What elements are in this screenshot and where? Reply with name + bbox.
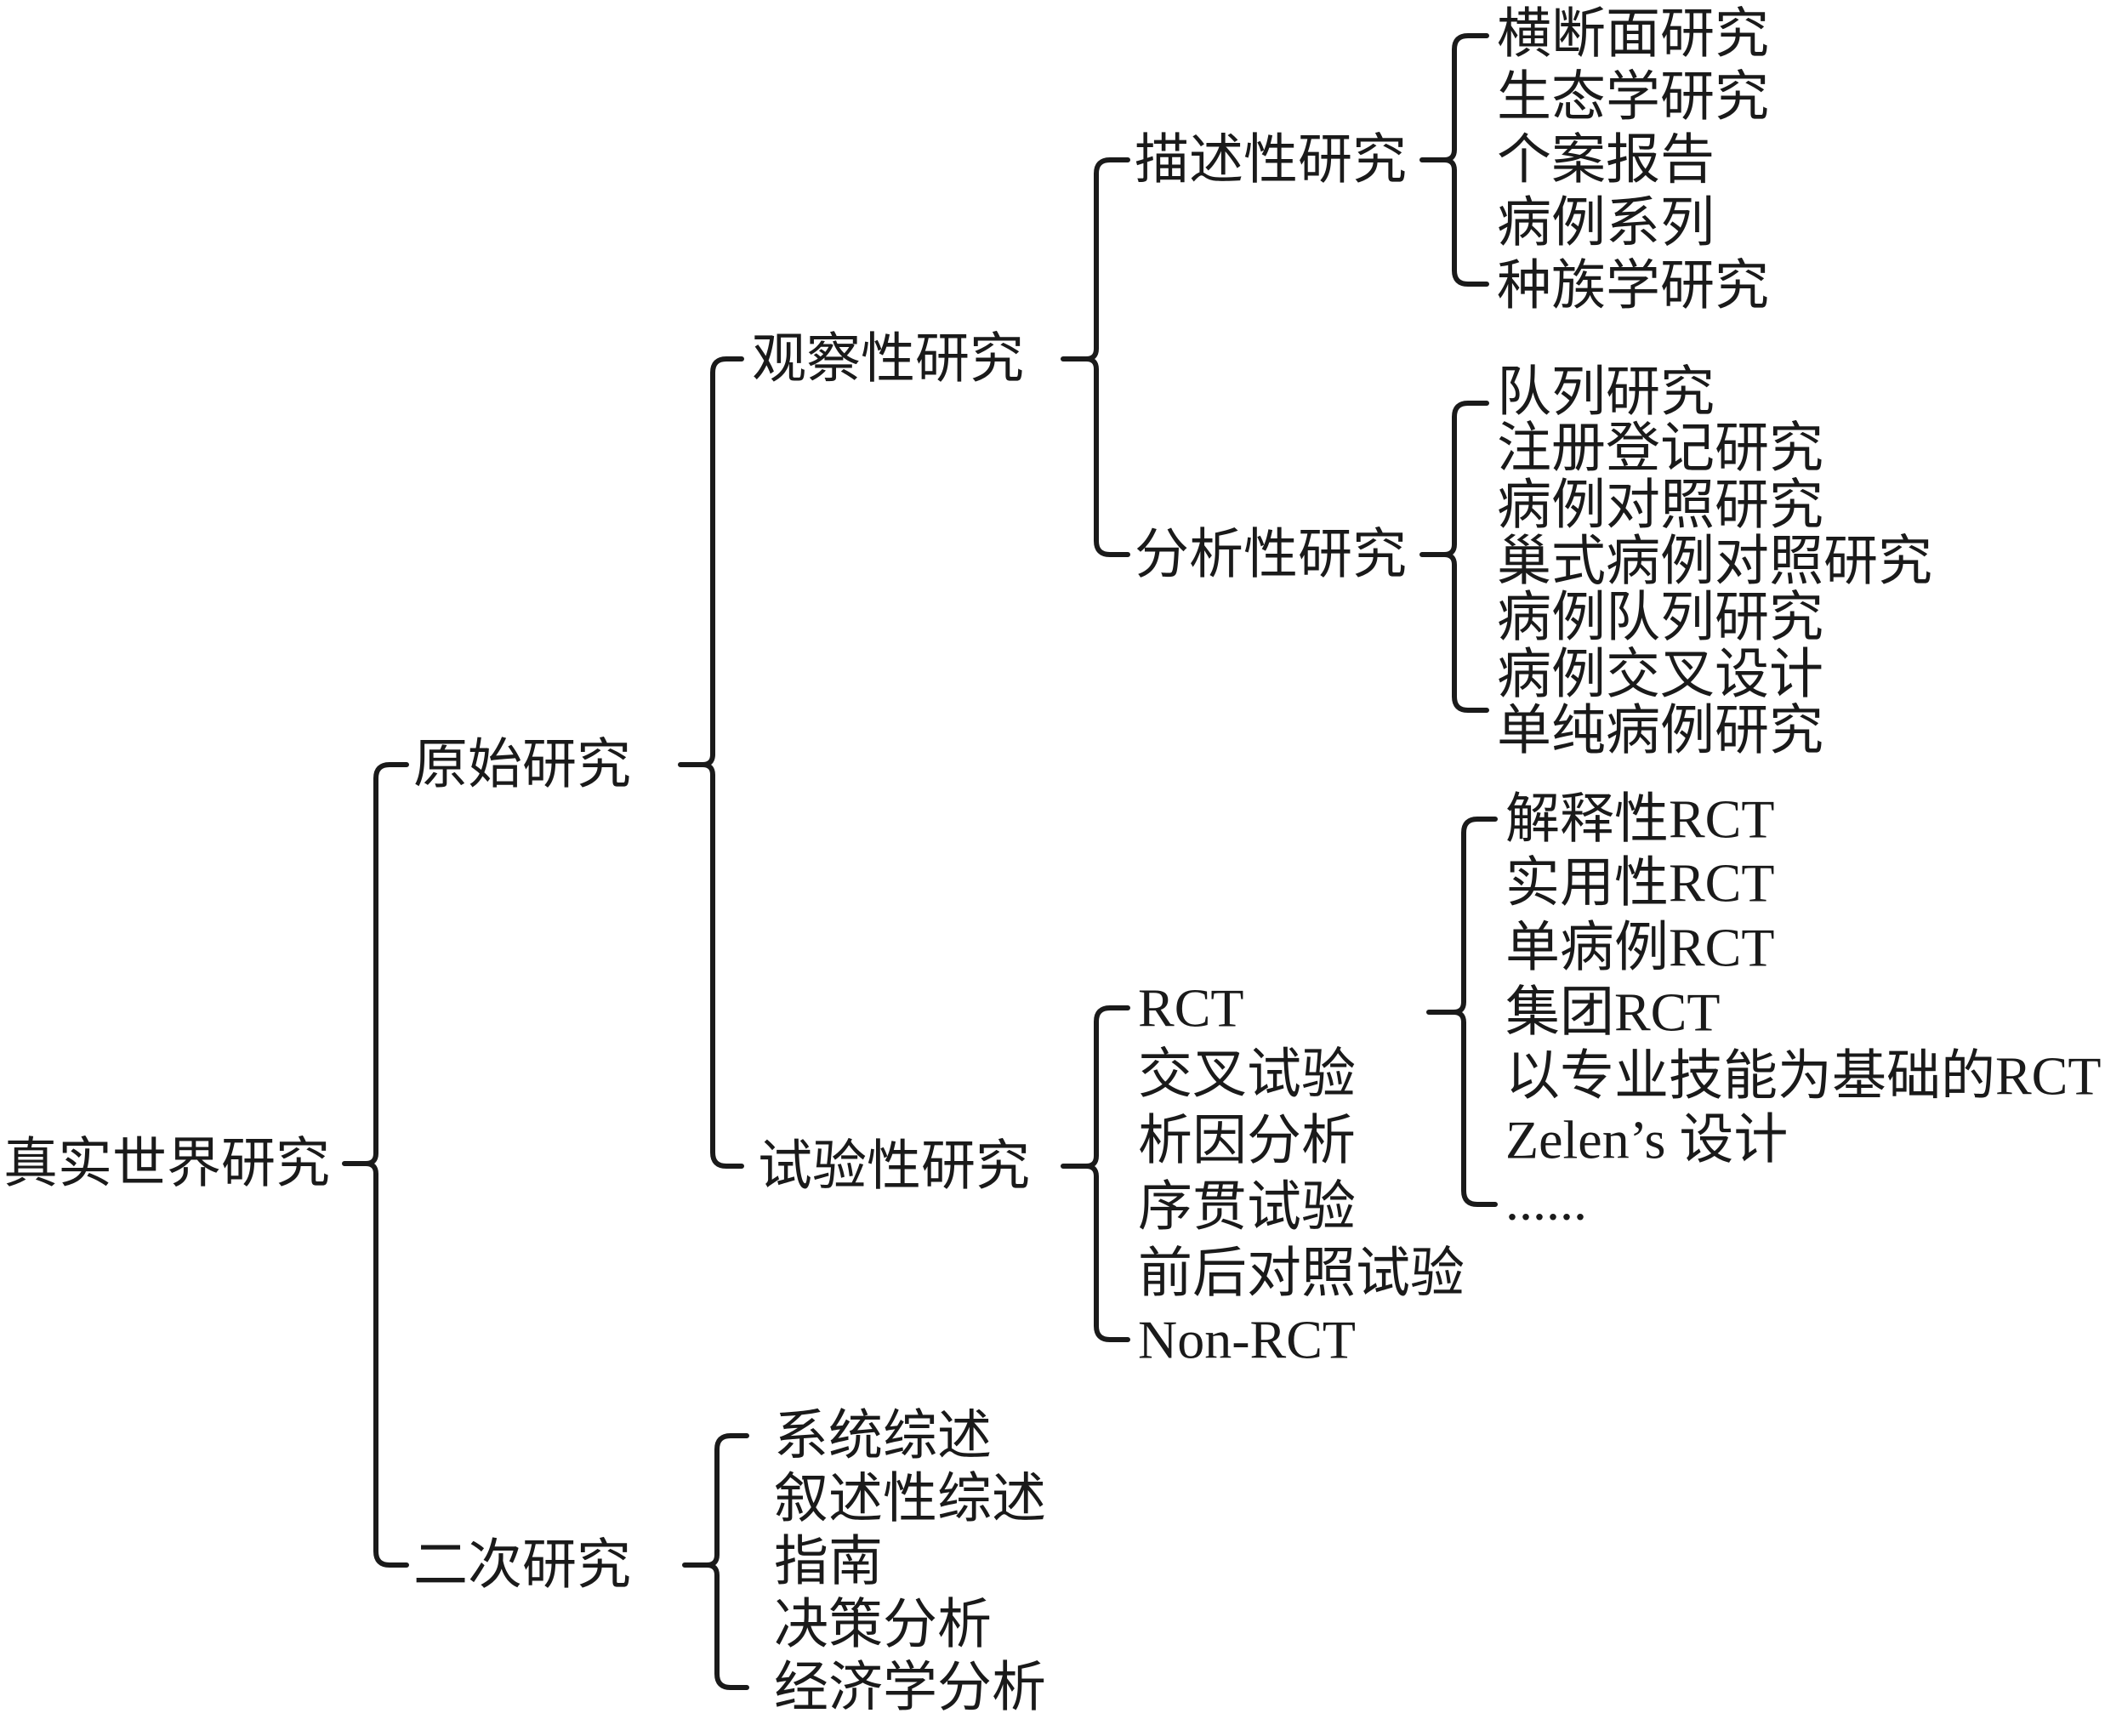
rct-type-item: 解释性RCT xyxy=(1505,789,1774,850)
rct-type-item: 集团RCT xyxy=(1505,982,1720,1043)
experimental-research-label: 试验性研究 xyxy=(758,1136,1030,1197)
secondary-item: 系统综述 xyxy=(774,1406,992,1466)
rct-type-item: 单病例RCT xyxy=(1505,918,1774,978)
analytical-item: 单纯病例研究 xyxy=(1497,701,1823,761)
analytical-item: 病例队列研究 xyxy=(1497,588,1823,648)
experimental-item: 前后对照试验 xyxy=(1138,1244,1465,1304)
analytical-item: 巢式病例对照研究 xyxy=(1497,532,1932,592)
secondary-research-label: 二次研究 xyxy=(413,1535,631,1596)
primary-research-label: 原始研究 xyxy=(413,735,631,795)
experimental-item: RCT xyxy=(1138,978,1243,1039)
experimental-items: RCT 交叉试验 析因分析 序贯试验 前后对照试验 Non-RCT xyxy=(1138,978,1465,1370)
observational-brace xyxy=(1061,157,1130,557)
descriptive-item: 个案报告 xyxy=(1497,130,1715,191)
descriptive-brace xyxy=(1419,33,1489,287)
analytical-item: 病例交叉设计 xyxy=(1497,645,1823,705)
experimental-item: 序贯试验 xyxy=(1138,1177,1356,1238)
analytical-research-label: 分析性研究 xyxy=(1135,525,1407,585)
primary-brace xyxy=(678,356,744,1169)
secondary-item: 叙述性综述 xyxy=(774,1469,1046,1529)
analytical-brace xyxy=(1419,401,1489,713)
descriptive-items: 横断面研究 生态学研究 个案报告 病例系列 种族学研究 xyxy=(1497,4,1769,316)
secondary-items: 系统综述 叙述性综述 指南 决策分析 经济学分析 xyxy=(774,1406,1046,1718)
secondary-item: 决策分析 xyxy=(774,1595,992,1655)
experimental-brace xyxy=(1061,1005,1130,1342)
rct-brace xyxy=(1426,817,1498,1207)
secondary-item: 经济学分析 xyxy=(774,1658,1046,1718)
secondary-brace xyxy=(682,1433,749,1690)
root-label: 真实世界研究 xyxy=(3,1134,330,1194)
analytical-item: 队列研究 xyxy=(1497,362,1715,423)
analytical-items: 队列研究 注册登记研究 病例对照研究 巢式病例对照研究 病例队列研究 病例交叉设… xyxy=(1497,362,1932,761)
descriptive-research-label: 描述性研究 xyxy=(1135,130,1407,191)
root-brace xyxy=(342,762,409,1568)
descriptive-item: 生态学研究 xyxy=(1497,67,1769,128)
rct-type-items: 解释性RCT 实用性RCT 单病例RCT 集团RCT 以专业技能为基础的RCT … xyxy=(1505,789,2101,1232)
descriptive-item: 种族学研究 xyxy=(1497,256,1769,316)
descriptive-item: 病例系列 xyxy=(1497,193,1715,253)
analytical-item: 注册登记研究 xyxy=(1497,418,1823,479)
experimental-item: Non-RCT xyxy=(1138,1310,1356,1370)
descriptive-item: 横断面研究 xyxy=(1497,4,1769,65)
rct-type-item: ...... xyxy=(1505,1171,1587,1232)
experimental-item: 交叉试验 xyxy=(1138,1044,1356,1105)
secondary-item: 指南 xyxy=(774,1532,883,1592)
observational-research-label: 观察性研究 xyxy=(752,329,1024,390)
rct-type-item: 实用性RCT xyxy=(1505,853,1774,914)
experimental-item: 析因分析 xyxy=(1138,1111,1356,1171)
braces xyxy=(342,33,1498,1690)
analytical-item: 病例对照研究 xyxy=(1497,475,1823,536)
rct-type-item: Zelen’s 设计 xyxy=(1505,1110,1788,1170)
rct-type-item: 以专业技能为基础的RCT xyxy=(1505,1046,2101,1107)
